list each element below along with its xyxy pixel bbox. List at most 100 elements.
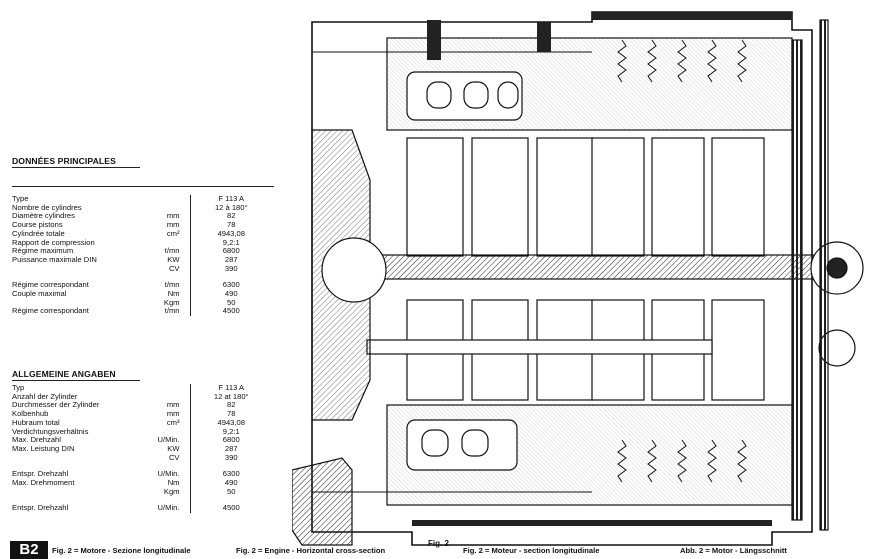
- de-spec-unit: Nm: [167, 478, 180, 488]
- engine-cross-section-diagram: [291, 0, 882, 548]
- fr-spec-label: [12, 265, 152, 274]
- de-spec-value: 4943,08: [189, 418, 272, 428]
- de-spec-unit: U/Min.: [157, 469, 180, 479]
- fr-spec-unit: t/mn: [164, 306, 180, 316]
- de-spec-label: Max. Drehzahl: [12, 435, 61, 445]
- fr-spec-label: Cylindrée totale: [12, 228, 65, 238]
- fr-title-rule: [12, 167, 140, 168]
- fr-spec-row: CV 390: [12, 263, 272, 274]
- de-spec-unit: KW: [167, 443, 180, 453]
- de-spec-value: 9,2:1: [189, 427, 272, 437]
- de-spec-label: Entspr. Drehzahl: [12, 503, 69, 513]
- de-spec-row: Max. Leistung DIN KW 287: [12, 443, 272, 454]
- de-spec-label: Hubraum total: [12, 417, 60, 427]
- fr-spec-row: Diamètre cylindres mm 82: [12, 211, 272, 222]
- fr-spec-value: F 113 A: [189, 194, 272, 204]
- fr-spec-label: Diamètre cylindres: [12, 211, 75, 221]
- fr-spec-value: 287: [189, 255, 272, 265]
- de-spec-unit: cm³: [166, 417, 180, 427]
- de-spec-row: Kgm 50: [12, 486, 272, 497]
- de-spec-label: Verdichtungsverhältnis: [12, 426, 89, 436]
- fr-spec-row: Nombre de cylindres 12 à 180°: [12, 202, 272, 213]
- fr-spec-row: Cylindrée totale cm² 4943,08: [12, 228, 272, 239]
- de-spec-value: 287: [189, 444, 272, 454]
- fr-spec-value: 6800: [189, 247, 272, 256]
- fr-spec-unit: Kgm: [163, 297, 180, 307]
- de-spec-value: F 113 A: [189, 383, 272, 393]
- de-spec-label: Entspr. Drehzahl: [12, 469, 69, 479]
- de-spec-value: 78: [189, 409, 272, 419]
- fr-spec-value: 390: [189, 264, 272, 274]
- fr-spec-unit: t/mn: [164, 280, 180, 290]
- fr-spec-unit: Nm: [167, 289, 180, 299]
- fr-spec-label: Nombre de cylindres: [12, 202, 82, 212]
- caption-english: Fig. 2 = Engine - Horizontal cross-secti…: [236, 546, 386, 555]
- de-spec-row: Max. Drehzahl U/Min. 6800: [12, 436, 272, 445]
- fr-spec-unit: mm: [166, 220, 180, 230]
- de-spec-row: Hubraum total cm³ 4943,08: [12, 417, 272, 428]
- caption-german: Abb. 2 = Motor - Längsschnitt: [680, 546, 787, 555]
- fr-spec-value: 82: [189, 212, 272, 222]
- de-spec-label: [12, 488, 152, 497]
- fr-spec-value: 9,2:1: [189, 238, 272, 248]
- fr-spec-label: Rapport de compression: [12, 237, 95, 247]
- de-spec-label: Kolbenhub: [12, 409, 49, 419]
- figure-label: Fig. 2: [428, 539, 449, 548]
- de-spec-unit: [152, 384, 190, 393]
- fr-spec-row: Kgm 50: [12, 297, 272, 308]
- figure-caption-bar: Fig. 2 B2 Fig. 2 = Motore - Sezione long…: [0, 539, 882, 559]
- de-spec-row: Entspr. Drehzahl U/Min. 6300: [12, 469, 272, 480]
- fr-spec-unit: CV: [168, 263, 180, 273]
- de-spec-unit: Kgm: [163, 486, 180, 496]
- de-spec-label: Durchmesser der Zylinder: [12, 400, 100, 410]
- de-spec-value: 6800: [189, 436, 272, 445]
- caption-italian: Fig. 2 = Motore - Sezione longitudinale: [52, 546, 191, 555]
- de-spec-value: 12 at 180°: [189, 392, 272, 402]
- de-title-rule: [12, 380, 140, 381]
- de-spec-unit: mm: [166, 400, 180, 410]
- fr-spec-value: 4943,08: [189, 229, 272, 239]
- fr-spec-value: 4500: [189, 307, 272, 317]
- fr-spec-label: Régime correspondant: [12, 280, 89, 290]
- fr-spec-value: 490: [189, 289, 272, 299]
- de-spec-value: 50: [189, 487, 272, 497]
- fr-spec-unit: KW: [167, 254, 180, 264]
- caption-french: Fig. 2 = Moteur - section longitudinale: [463, 546, 600, 555]
- fr-spec-label: Régime maximum: [12, 246, 74, 256]
- fr-spec-unit: [152, 195, 190, 204]
- fr-spec-label: Type: [12, 194, 29, 203]
- fr-spec-unit: cm²: [166, 228, 180, 238]
- fr-spec-value: 50: [189, 298, 272, 308]
- fr-spec-value: 12 à 180°: [189, 203, 272, 213]
- de-spec-unit: U/Min.: [157, 503, 180, 513]
- fr-spec-label: Course pistons: [12, 220, 63, 230]
- de-spec-value: 4500: [189, 504, 272, 514]
- de-spec-row: Entspr. Drehzahl U/Min. 4500: [12, 503, 272, 514]
- fr-spec-row: Puissance maximale DIN KW 287: [12, 254, 272, 265]
- de-spec-label: Typ: [12, 383, 25, 392]
- fr-spec-row: Type F 113 A: [12, 194, 272, 204]
- fr-table-rule: [12, 186, 274, 187]
- fr-spec-label: Couple maximal: [12, 289, 67, 299]
- de-spec-row: Typ F 113 A: [12, 383, 272, 393]
- de-spec-unit: U/Min.: [157, 435, 180, 445]
- de-spec-unit: CV: [168, 452, 180, 462]
- de-spec-label: [12, 454, 152, 463]
- section-badge: B2: [10, 541, 48, 559]
- de-spec-value: 6300: [189, 470, 272, 480]
- de-spec-label: Max. Leistung DIN: [12, 443, 75, 453]
- de-section-title: ALLGEMEINE ANGABEN: [12, 369, 116, 379]
- fr-spec-label: Puissance maximale DIN: [12, 254, 97, 264]
- fr-spec-unit: mm: [166, 211, 180, 221]
